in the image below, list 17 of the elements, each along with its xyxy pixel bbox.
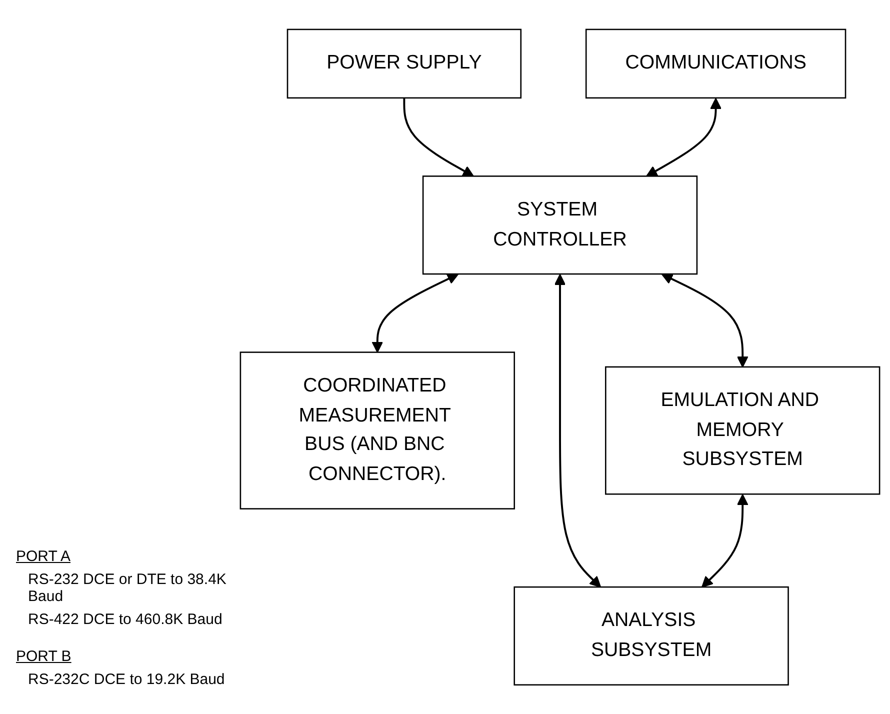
- arrow: [702, 494, 748, 588]
- arrow: [646, 98, 722, 177]
- port-heading: PORT A: [16, 548, 70, 565]
- arrow: [403, 98, 474, 177]
- arrow: [554, 274, 602, 588]
- arrow: [661, 273, 748, 368]
- node-box: COMMUNICATIONS: [585, 28, 846, 98]
- node-box: EMULATION AND MEMORY SUBSYSTEM: [605, 366, 880, 495]
- bullet-note: RS-232C DCE to 19.2K Baud: [28, 671, 225, 688]
- bullet-note: RS-232 DCE or DTE to 38.4K Baud: [28, 571, 226, 605]
- node-box: COORDINATED MEASUREMENT BUS (AND BNC CONNECTOR).: [240, 351, 515, 510]
- arrow: [372, 273, 459, 353]
- bullet-note: RS-422 DCE to 460.8K Baud: [28, 611, 222, 628]
- node-box: ANALYSIS SUBSYSTEM: [514, 586, 789, 686]
- port-heading: PORT B: [16, 648, 72, 665]
- node-box: SYSTEM CONTROLLER: [422, 175, 698, 274]
- node-box: POWER SUPPLY: [286, 28, 522, 98]
